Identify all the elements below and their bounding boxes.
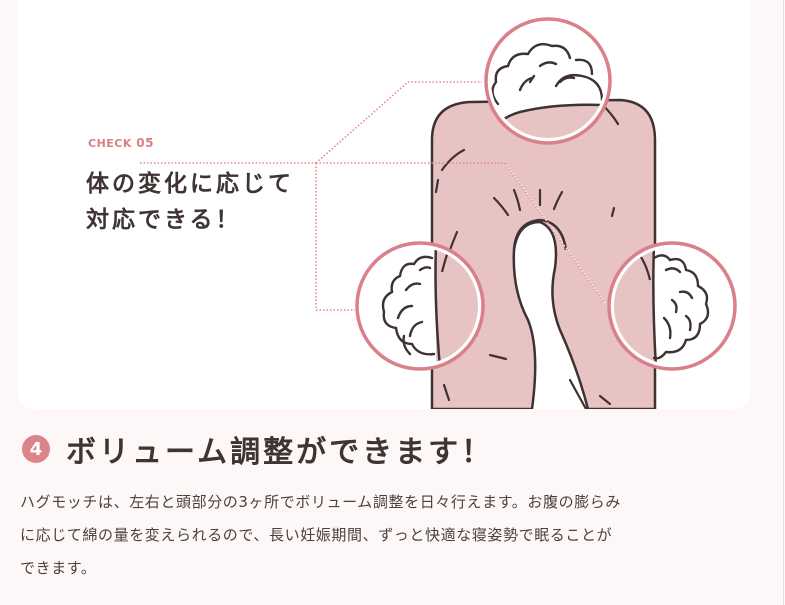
card-heading-line-1: 体の変化に応じて xyxy=(86,171,294,197)
feature-card: CHECK 05 体の変化に応じて 対応できる！ xyxy=(18,0,750,409)
cotton-stuffing-icon-right xyxy=(607,241,737,371)
section-title: 4 ボリューム調整ができます！ xyxy=(22,427,494,471)
cotton-stuffing-icon-left xyxy=(355,241,485,371)
card-heading: 体の変化に応じて 対応できる！ xyxy=(86,166,294,238)
section-body: ハグモッチは、左右と頭部分の3ヶ所でボリューム調整を日々行えます。お腹の膨らみ … xyxy=(20,486,760,585)
leader-lines xyxy=(140,81,607,311)
section-title-text: ボリューム調整ができます！ xyxy=(66,435,495,470)
pillow-body xyxy=(430,98,657,409)
section-number-badge: 4 xyxy=(22,435,50,463)
body-line-2: に応じて綿の量を変えられるので、長い妊娠期間、ずっと快適な寝姿勢で眠ることが xyxy=(20,526,613,544)
pillow-illustration xyxy=(140,17,737,409)
body-line-3: できます。 xyxy=(20,559,97,577)
body-line-1: ハグモッチは、左右と頭部分の3ヶ所でボリューム調整を日々行えます。お腹の膨らみ xyxy=(20,493,621,511)
check-number: 05 xyxy=(136,136,154,150)
page-edge-divider xyxy=(783,0,784,605)
check-label: CHECK 05 xyxy=(88,136,154,150)
check-label-text: CHECK xyxy=(88,137,132,150)
card-heading-line-2: 対応できる！ xyxy=(86,207,242,233)
